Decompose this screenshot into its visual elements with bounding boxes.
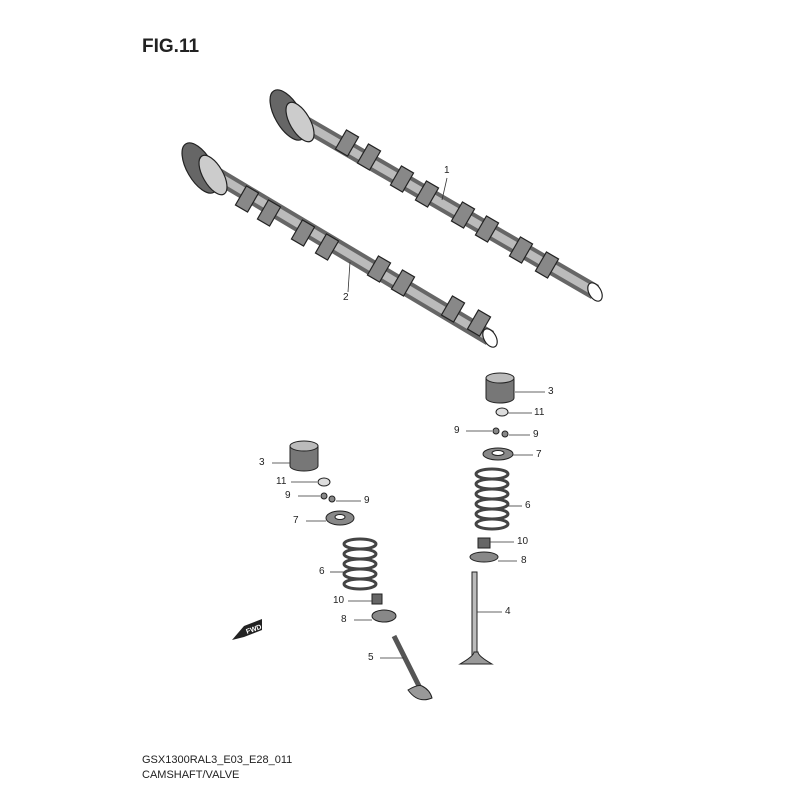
callout-3: 3 xyxy=(259,457,265,468)
callout-9: 9 xyxy=(364,495,370,506)
callout-10: 10 xyxy=(333,595,345,606)
callout-11: 11 xyxy=(276,476,287,487)
fwd-arrow-icon: FWD xyxy=(232,619,263,640)
callout-6: 6 xyxy=(319,566,325,577)
callout-5: 5 xyxy=(368,652,374,663)
callout-7: 7 xyxy=(536,449,542,460)
callout-8: 8 xyxy=(341,614,347,625)
model-code: GSX1300RAL3_E03_E28_011 xyxy=(142,754,293,766)
section-name: CAMSHAFT/VALVE xyxy=(142,769,240,781)
callout-8: 8 xyxy=(521,555,527,566)
leader-lines xyxy=(272,177,545,659)
callout-7: 7 xyxy=(293,515,299,526)
callout-9: 9 xyxy=(454,425,460,436)
valve-assembly-left xyxy=(289,440,433,701)
valve-assembly-right xyxy=(458,372,515,665)
camshaft-1[interactable] xyxy=(263,84,605,303)
callout-1: 1 xyxy=(444,165,450,176)
callout-3: 3 xyxy=(548,386,554,397)
callout-10: 10 xyxy=(517,536,529,547)
callout-2: 2 xyxy=(343,292,349,303)
callout-6: 6 xyxy=(525,500,531,511)
callout-4: 4 xyxy=(505,606,511,617)
camshaft-2[interactable] xyxy=(175,137,500,349)
callout-9: 9 xyxy=(533,429,539,440)
callout-11: 11 xyxy=(534,407,545,418)
callout-9: 9 xyxy=(285,490,291,501)
figure-title: FIG.11 xyxy=(142,36,200,57)
